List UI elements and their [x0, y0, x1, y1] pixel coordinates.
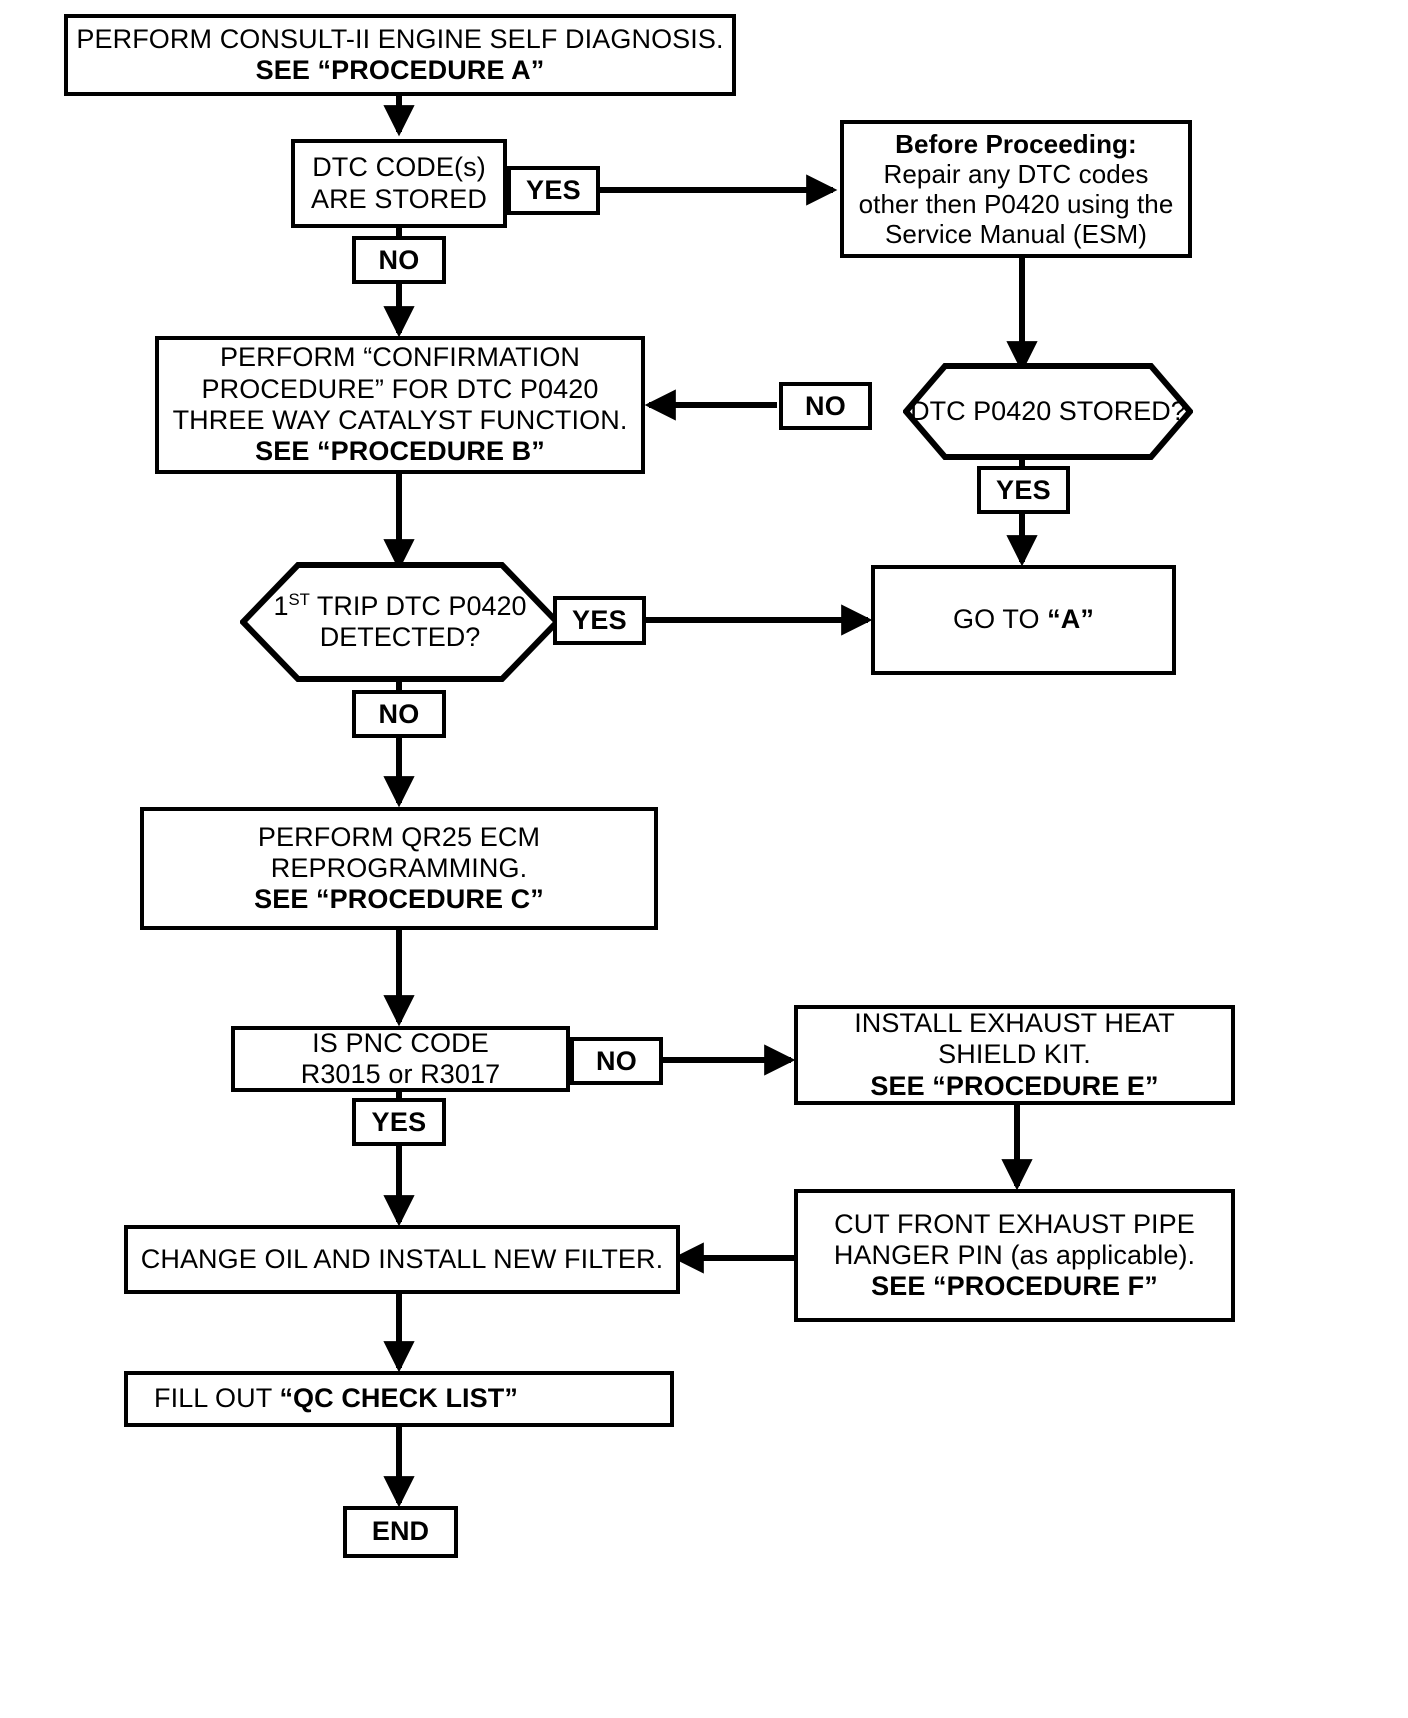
- node-line-bold: END: [371, 1516, 430, 1547]
- node-line: DTC P0420: [385, 590, 527, 621]
- node-line: PERFORM CONSULT-II ENGINE SELF DIAGNOSIS…: [76, 23, 724, 54]
- edge-label-text: YES: [526, 175, 581, 205]
- node-first-trip-dtc-detected-decision[interactable]: 1ST TRIP DTC P0420 DETECTED?: [240, 562, 560, 682]
- node-line: CUT FRONT EXHAUST PIPE: [834, 1208, 1195, 1239]
- node-change-oil-install-new-filter[interactable]: CHANGE OIL AND INSTALL NEW FILTER.: [124, 1225, 680, 1294]
- node-line: DETECTED?: [319, 622, 481, 652]
- edge-label-text: NO: [595, 1045, 638, 1076]
- node-line: PERFORM QR25 ECM: [257, 821, 541, 852]
- node-line-bold: SEE “PROCEDURE C”: [254, 884, 544, 915]
- node-line: GO TO “A”: [953, 604, 1094, 635]
- edge-label-first-trip-no: NO: [352, 690, 446, 738]
- hexagon-text: 1ST TRIP DTC P0420 DETECTED?: [240, 591, 560, 654]
- node-line: HANGER PIN (as applicable).: [833, 1239, 1196, 1270]
- node-line-bold: SEE “PROCEDURE F”: [871, 1271, 1158, 1302]
- node-line: CHANGE OIL AND INSTALL NEW FILTER.: [140, 1243, 664, 1274]
- node-line: R3015 or R3017: [300, 1059, 501, 1089]
- node-line: SHIELD KIT.: [938, 1039, 1091, 1070]
- hexagon-shape: [240, 562, 560, 682]
- node-dtc-p0420-stored-decision[interactable]: DTC P0420 STORED?: [903, 363, 1193, 460]
- node-line-bold: SEE “PROCEDURE E”: [870, 1070, 1159, 1101]
- node-is-pnc-code[interactable]: IS PNC CODE R3015 or R3017: [231, 1026, 570, 1092]
- edge-label-p0420-yes: YES: [977, 466, 1070, 514]
- node-line: ARE STORED: [310, 183, 488, 214]
- node-line: Repair any DTC codes: [883, 158, 1149, 189]
- node-perform-qr25-ecm-reprogramming[interactable]: PERFORM QR25 ECM REPROGRAMMING. SEE “PRO…: [140, 807, 658, 930]
- node-fill-out-qc-check-list[interactable]: FILL OUT “QC CHECK LIST”: [124, 1371, 674, 1427]
- node-line-bold: Before Proceeding:: [895, 128, 1137, 159]
- node-dtc-codes-are-stored[interactable]: DTC CODE(s) ARE STORED: [291, 139, 507, 228]
- node-line: Service Manual (ESM): [884, 219, 1148, 250]
- node-line: other then P0420 using the: [858, 189, 1174, 219]
- edge-label-pnc-no: NO: [570, 1037, 663, 1085]
- node-go-to-a[interactable]: GO TO “A”: [871, 565, 1176, 675]
- edge-label-dtc-stored-no: NO: [352, 236, 446, 284]
- edge-label-dtc-stored-yes: YES: [507, 166, 600, 215]
- edge-label-text: YES: [996, 474, 1051, 505]
- node-perform-confirmation-procedure[interactable]: PERFORM “CONFIRMATION PROCEDURE” FOR DTC…: [155, 336, 645, 474]
- node-line: REPROGRAMMING.: [270, 852, 528, 883]
- edge-label-pnc-yes: YES: [352, 1098, 446, 1146]
- node-perform-self-diagnosis[interactable]: PERFORM CONSULT-II ENGINE SELF DIAGNOSIS…: [64, 14, 736, 96]
- node-line: STORED?: [1058, 395, 1186, 426]
- node-line: IS PNC CODE: [312, 1027, 489, 1058]
- edge-label-first-trip-yes: YES: [553, 596, 646, 645]
- superscript-st: ST: [288, 589, 310, 609]
- node-before-proceeding[interactable]: Before Proceeding: Repair any DTC codes …: [840, 120, 1192, 258]
- edge-label-p0420-no: NO: [779, 382, 872, 430]
- edge-label-text: NO: [378, 244, 420, 275]
- edge-label-text: YES: [572, 605, 627, 635]
- node-end[interactable]: END: [343, 1506, 458, 1558]
- node-line: INSTALL EXHAUST HEAT: [854, 1008, 1175, 1039]
- node-line: FILL OUT “QC CHECK LIST”: [154, 1383, 518, 1414]
- node-install-exhaust-heat-shield-kit[interactable]: INSTALL EXHAUST HEAT SHIELD KIT. SEE “PR…: [794, 1005, 1235, 1105]
- hexagon-shape: [903, 363, 1193, 460]
- node-line: PROCEDURE” FOR DTC P0420: [201, 373, 599, 404]
- hexagon-text: DTC P0420 STORED?: [910, 396, 1186, 427]
- edge-label-text: NO: [804, 390, 847, 421]
- edge-label-text: NO: [378, 698, 420, 729]
- node-line: DTC P0420: [910, 395, 1052, 426]
- node-cut-front-exhaust-pipe-hanger-pin[interactable]: CUT FRONT EXHAUST PIPE HANGER PIN (as ap…: [794, 1189, 1235, 1322]
- node-line-bold: SEE “PROCEDURE A”: [255, 55, 545, 85]
- node-line: 1ST TRIP: [273, 589, 378, 621]
- node-line: PERFORM “CONFIRMATION: [219, 342, 581, 373]
- node-line: DTC CODE(s): [312, 152, 486, 183]
- edge-label-text: YES: [371, 1106, 427, 1137]
- node-line-bold: SEE “PROCEDURE B”: [255, 436, 545, 467]
- node-line: THREE WAY CATALYST FUNCTION.: [172, 405, 628, 435]
